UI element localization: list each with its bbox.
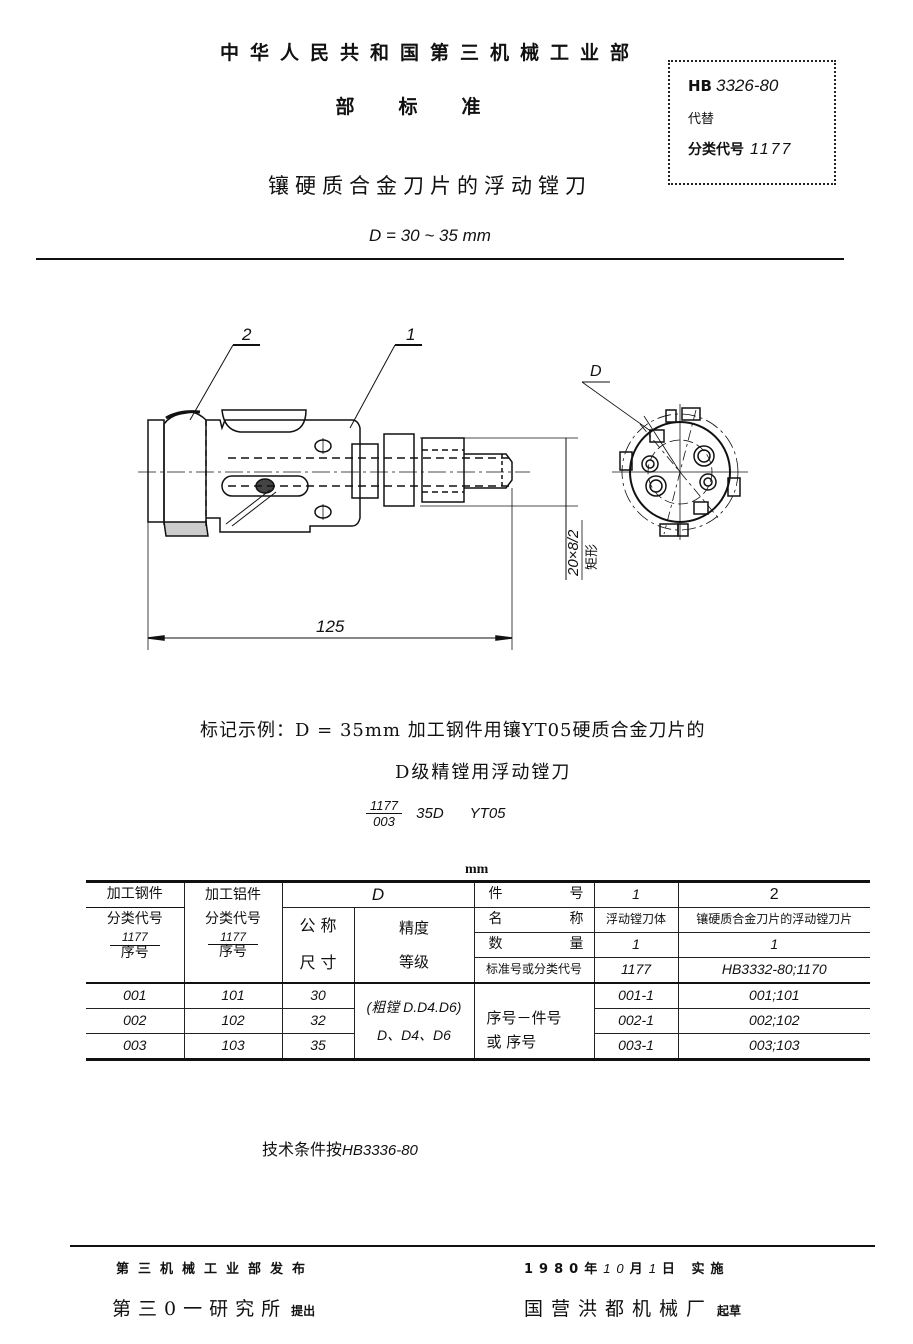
code-numerator: 1177	[366, 798, 402, 814]
header-row-1: 加工钢件 加工铝件 D 件 号 1 2	[86, 881, 870, 908]
thread-type: 矩形	[585, 544, 600, 570]
part-name-2: 镶硬质合金刀片的浮动镗刀片	[677, 907, 870, 933]
marking-example-line1: 标记示例：D = 35mm 加工钢件用镶YT05硬质合金刀片的	[200, 720, 706, 741]
marking-code-fraction: 1177 003	[366, 798, 402, 829]
table-unit: mm	[465, 862, 489, 877]
footer-divider	[70, 1245, 875, 1247]
part2-code: 003;103	[677, 1033, 870, 1060]
classification-label: 分类代号	[688, 142, 744, 158]
overall-length: 125	[316, 617, 345, 636]
part-qty-1: 1	[593, 932, 679, 958]
code-size: 35D	[416, 805, 444, 822]
steel-header: 加工钢件	[86, 881, 185, 908]
part-std-1: 1177	[593, 957, 679, 984]
effective-day: 1	[648, 1261, 662, 1276]
standard-type: 部标准	[335, 96, 525, 118]
callout-d: D	[590, 363, 602, 380]
nominal-size: 32	[281, 1008, 355, 1034]
technical-conditions: 技术条件按HB3336-80	[262, 1136, 418, 1160]
part2-code: 001;101	[677, 982, 870, 1009]
steel-seq: 003	[86, 1033, 185, 1060]
effective-month: 10	[603, 1261, 630, 1276]
code-denominator: 003	[373, 814, 395, 829]
steel-seq: 002	[86, 1008, 185, 1034]
table-row: 003 103 35 003-1 003;103	[86, 1033, 870, 1060]
technical-conditions-label: 技术条件按	[262, 1140, 343, 1159]
nominal-size-header: 公 称尺 寸	[281, 907, 355, 984]
nominal-size: 35	[281, 1033, 355, 1060]
replaces-label: 代替	[688, 112, 715, 127]
part-no-b: 号	[569, 886, 584, 903]
callout-2: 2	[241, 325, 252, 344]
effective-date-line: 1980年10月1日 实施	[524, 1261, 730, 1277]
standard-code-number: 3326-80	[716, 76, 779, 95]
proposer-line: 第三0一研究所提出	[112, 1294, 315, 1321]
part-qty-2: 1	[677, 932, 870, 958]
qty-b: 量	[569, 936, 584, 953]
marking-example-line2: D级精镗用浮动镗刀	[395, 762, 572, 783]
part1-code: 001-1	[593, 982, 679, 1009]
aluminum-seq: 103	[183, 1033, 283, 1060]
aluminum-seq: 101	[183, 982, 283, 1009]
boring-cutter-drawing: 2 1 20×8/2 矩形 125	[138, 325, 748, 650]
precision-header: 精度等级	[353, 907, 475, 984]
part-std-2: HB3332-80;1170	[677, 957, 870, 984]
drafter-line: 国营洪都机械厂起草	[524, 1294, 741, 1321]
part-name-1: 浮动镗刀体	[593, 907, 679, 933]
part1-code: 002-1	[593, 1008, 679, 1034]
precision-values: (粗镗 D.D4.D6)D、D4、D6	[353, 982, 475, 1060]
document-title: 镶硬质合金刀片的浮动镗刀	[268, 174, 592, 198]
table-row: 001 101 30 (粗镗 D.D4.D6)D、D4、D6 序号－件号或 序号…	[86, 982, 870, 1060]
effective-year: 1980	[524, 1262, 585, 1277]
d-header: D	[281, 881, 475, 908]
marking-code: 1177 003 35D YT05	[366, 798, 532, 829]
classification-value: 1177	[750, 141, 793, 158]
name-a: 名	[488, 911, 503, 928]
part-no-2: 2	[677, 881, 870, 908]
header-divider	[36, 258, 844, 260]
std-no-header: 标准号或分类代号	[473, 957, 595, 984]
drafter-action: 起草	[717, 1304, 742, 1318]
classification-code: 分类代号 1177	[688, 139, 834, 159]
effective-action: 实施	[691, 1262, 730, 1277]
issuer: 第三机械工业部	[116, 1262, 271, 1277]
issuer-action: 发布	[270, 1262, 315, 1277]
technical-conditions-standard: HB3336-80	[342, 1142, 418, 1159]
part2-code: 002;102	[677, 1008, 870, 1034]
seq-label: 序号－件号或 序号	[473, 982, 595, 1060]
part-no-a: 件	[488, 886, 503, 903]
thread-spec: 20×8/2	[565, 529, 582, 577]
qty-a: 数	[488, 936, 503, 953]
ministry-name: 中华人民共和国第三机械工业部	[219, 42, 640, 64]
standard-code-prefix: HB	[688, 77, 712, 95]
issuer-line: 第三机械工业部发布	[116, 1258, 314, 1277]
proposer: 第三0一研究所	[112, 1298, 288, 1320]
nominal-size: 30	[281, 982, 355, 1009]
document-subtitle: D = 30 ~ 35 mm	[369, 226, 491, 245]
part-no-1: 1	[593, 881, 679, 908]
drafter: 国营洪都机械厂	[524, 1298, 714, 1320]
aluminum-header: 加工铝件	[183, 881, 283, 908]
steel-seq: 001	[86, 982, 185, 1009]
callout-1: 1	[406, 325, 415, 344]
code-grade: YT05	[469, 805, 506, 822]
aluminum-seq: 102	[183, 1008, 283, 1034]
part1-code: 003-1	[593, 1033, 679, 1060]
name-b: 称	[569, 911, 584, 928]
proposer-action: 提出	[291, 1304, 316, 1318]
